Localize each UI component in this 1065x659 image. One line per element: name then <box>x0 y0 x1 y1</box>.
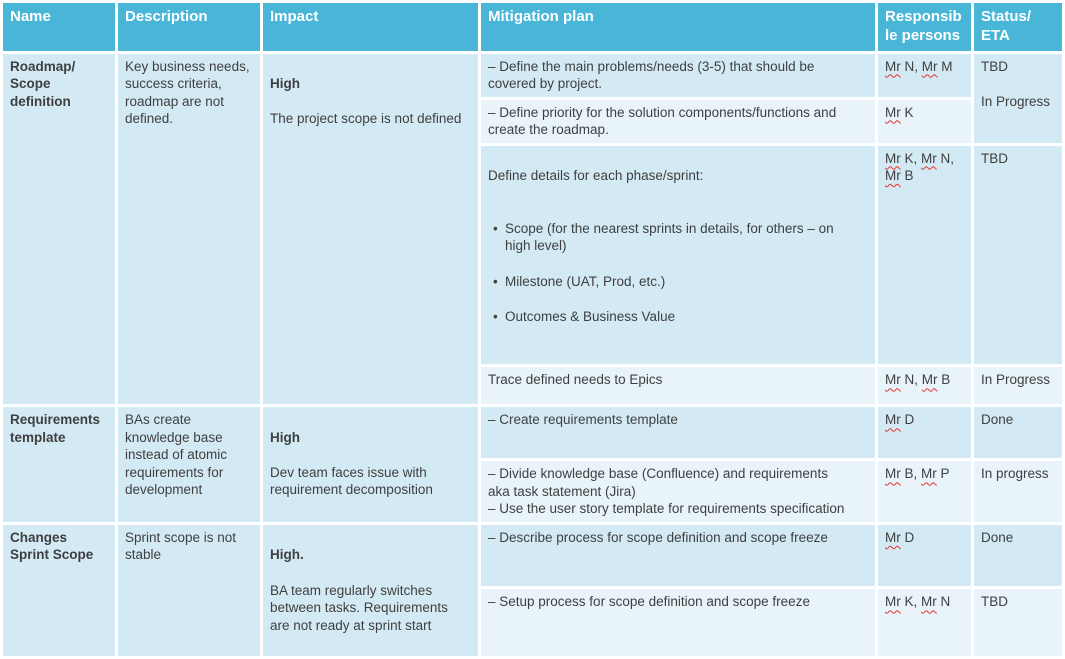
mitigation-cell: – Setup process for scope definition and… <box>481 589 875 656</box>
status-cell: TBD <box>974 589 1062 656</box>
mitigation-cell: – Describe process for scope definition … <box>481 524 875 587</box>
mitigation-cell: – Define priority for the solution compo… <box>481 99 875 143</box>
description-cell: Sprint scope is not stable <box>118 524 260 656</box>
mitigation-intro: Define details for each phase/sprint: <box>488 168 704 184</box>
responsible-cell: Mr K, Mr N, Mr B <box>878 145 971 365</box>
table-row: Roadmap/ Scope definition Key business n… <box>3 53 1062 405</box>
mitigation-cell: – Define the main problems/needs (3-5) t… <box>481 53 875 97</box>
name-cell: Requirements template <box>3 407 115 522</box>
responsible-cell: Mr D <box>878 524 971 587</box>
col-header-mitigation-plan: Mitigation plan <box>481 3 875 51</box>
col-header-status-eta: Status/ ETA <box>974 3 1062 51</box>
col-header-impact: Impact <box>263 3 478 51</box>
mitigation-cell: Trace defined needs to Epics <box>481 367 875 405</box>
status-cell: TBD <box>974 145 1062 365</box>
responsible-cell: Mr K, Mr N <box>878 589 971 656</box>
impact-cell: High. BA team regularly switches between… <box>263 524 478 656</box>
mitigation-cell: Define details for each phase/sprint: Sc… <box>481 145 875 365</box>
mitigation-cell: – Create requirements template <box>481 407 875 459</box>
impact-cell: High Dev team faces issue with requireme… <box>263 407 478 522</box>
status-cell: In progress <box>974 461 1062 522</box>
col-header-responsible-persons: Responsib le persons <box>878 3 971 51</box>
mitigation-cell: – Divide knowledge base (Confluence) and… <box>481 461 875 522</box>
name-cell: Roadmap/ Scope definition <box>3 53 115 405</box>
table-row: Define details for each phase/sprint: Sc… <box>3 145 1062 365</box>
table-row: – Define priority for the solution compo… <box>3 99 1062 143</box>
responsible-cell: Mr N, Mr B <box>878 367 971 405</box>
name-cell: Changes Sprint Scope <box>3 524 115 656</box>
impact-description: The project scope is not defined <box>270 111 462 127</box>
col-header-name: Name <box>3 3 115 51</box>
mitigation-bullet: Outcomes & Business Value <box>488 308 868 326</box>
header-row: Name Description Impact Mitigation plan … <box>3 3 1062 51</box>
table-row: Changes Sprint Scope Sprint scope is not… <box>3 524 1062 656</box>
mitigation-bullet-list: Scope (for the nearest sprints in detail… <box>488 202 868 342</box>
responsible-cell: Mr D <box>878 407 971 459</box>
table-row: Trace defined needs to Epics Mr N, Mr B … <box>3 367 1062 405</box>
mitigation-bullet: Scope (for the nearest sprints in detail… <box>488 220 868 255</box>
responsible-cell: Mr K <box>878 99 971 143</box>
status-cell: Done <box>974 524 1062 587</box>
impact-level: High <box>270 76 300 92</box>
description-cell: Key business needs, success criteria, ro… <box>118 53 260 405</box>
description-cell: BAs create knowledge base instead of ato… <box>118 407 260 522</box>
table-row: Requirements template BAs create knowled… <box>3 407 1062 522</box>
col-header-description: Description <box>118 3 260 51</box>
responsible-cell: Mr N, Mr M <box>878 53 971 97</box>
impact-level: High. <box>270 547 304 563</box>
responsible-cell: Mr B, Mr P <box>878 461 971 522</box>
status-cell: Done <box>974 407 1062 459</box>
status-cell: TBD In Progress <box>974 53 1062 143</box>
impact-description: BA team regularly switches between tasks… <box>270 582 448 633</box>
impact-description: Dev team faces issue with requirement de… <box>270 464 433 498</box>
status-cell: In Progress <box>974 367 1062 405</box>
impact-level: High <box>270 429 300 445</box>
impact-cell: High The project scope is not defined <box>263 53 478 405</box>
mitigation-bullet: Milestone (UAT, Prod, etc.) <box>488 273 868 291</box>
